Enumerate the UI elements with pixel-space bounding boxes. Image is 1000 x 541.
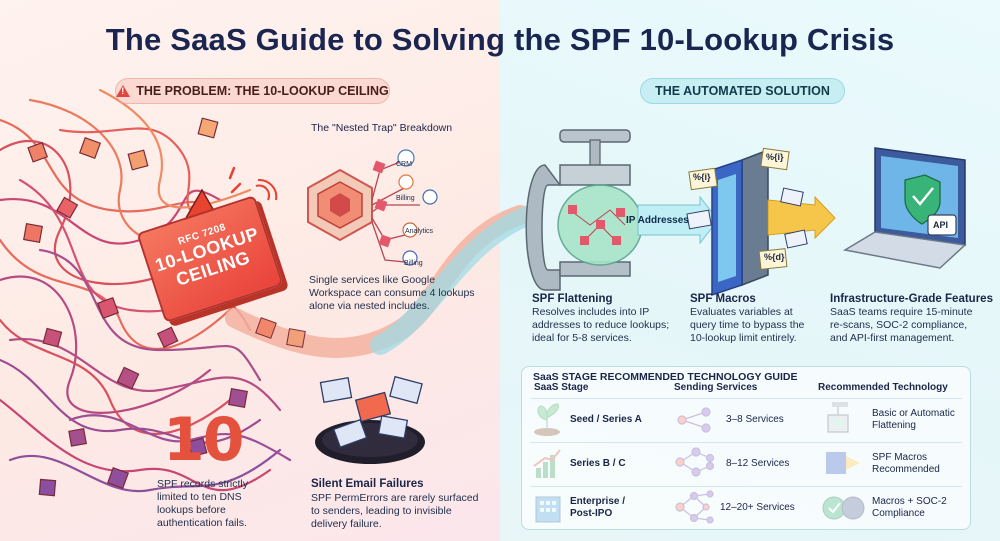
solution-pill-label: THE AUTOMATED SOLUTION bbox=[655, 84, 830, 98]
feature-text-flattening: Resolves includes into IP addresses to r… bbox=[532, 306, 670, 344]
technology-cell: Macros + SOC-2 Compliance bbox=[872, 496, 947, 519]
ip-addresses-label: IP Addresses bbox=[626, 215, 689, 226]
service-label-billing-2: Billing bbox=[404, 260, 423, 267]
lookup-limit-text: SPF records strictly limited to ten DNS … bbox=[157, 478, 249, 529]
feature-text-macros: Evaluates variables at query time to byp… bbox=[690, 306, 805, 344]
api-label: API bbox=[933, 220, 949, 230]
solution-section-pill: THE AUTOMATED SOLUTION bbox=[640, 78, 845, 104]
column-header-stage: SaaS Stage bbox=[534, 382, 589, 393]
service-label-analytics: Analytics bbox=[405, 228, 434, 235]
warning-triangle-icon: ! bbox=[116, 85, 131, 97]
table-row: Enterprise / Post-IPO 12–20+ Services Ma… bbox=[530, 486, 962, 529]
guide-title: SaaS STAGE RECOMMENDED TECHNOLOGY GUIDE bbox=[533, 371, 798, 383]
feature-heading-flattening: SPF Flattening bbox=[532, 293, 613, 305]
service-label-crm: CRM bbox=[396, 161, 412, 168]
email-hole-art bbox=[315, 375, 425, 464]
cube-nodes-art bbox=[23, 117, 248, 497]
column-header-services: Sending Services bbox=[674, 382, 758, 393]
macro-server-art bbox=[686, 147, 836, 297]
nested-trap-heading: The "Nested Trap" Breakdown bbox=[311, 122, 453, 134]
services-cell: 12–20+ Services bbox=[720, 502, 795, 513]
nested-trap-text: Single services like Google Workspace ca… bbox=[309, 274, 475, 312]
silent-failures-text: SPF PermErrors are rarely surfaced to se… bbox=[311, 492, 479, 530]
technology-cell: Basic or Automatic Flattening bbox=[872, 408, 955, 431]
macro-tag-1: %{i} bbox=[693, 172, 711, 182]
services-cell: 8–12 Services bbox=[726, 458, 790, 469]
table-row: Series B / C 8–12 Services SPF Macros Re… bbox=[530, 442, 962, 485]
technology-guide-table: SaaS STAGE RECOMMENDED TECHNOLOGY GUIDE … bbox=[521, 366, 971, 530]
feature-heading-macros: SPF Macros bbox=[690, 293, 756, 305]
problem-pill-label: THE PROBLEM: THE 10-LOOKUP CEILING bbox=[136, 84, 389, 98]
macro-tag-2: %{i} bbox=[766, 152, 784, 162]
macro-tag-3: %{d} bbox=[764, 252, 785, 262]
laptop-api-art bbox=[842, 147, 967, 269]
feature-text-infrastructure: SaaS teams require 15-minute re-scans, S… bbox=[830, 306, 973, 344]
clamp-flattening-art bbox=[525, 129, 643, 291]
pipe-art bbox=[225, 205, 540, 358]
lookup-limit-number: 10 bbox=[163, 405, 244, 475]
silent-failures-heading: Silent Email Failures bbox=[311, 478, 424, 490]
stage-cell: Enterprise / Post-IPO bbox=[570, 496, 626, 519]
column-header-technology: Recommended Technology bbox=[818, 382, 948, 393]
table-row: Seed / Series A 3–8 Services Basic or Au… bbox=[530, 398, 962, 441]
problem-section-pill: ! THE PROBLEM: THE 10-LOOKUP CEILING bbox=[115, 78, 390, 104]
services-cell: 3–8 Services bbox=[726, 414, 784, 425]
stage-cell: Seed / Series A bbox=[570, 414, 642, 425]
nested-trap-hexagon-art bbox=[307, 149, 438, 266]
service-label-billing: Billing bbox=[396, 195, 415, 202]
technology-cell: SPF Macros Recommended bbox=[872, 452, 940, 475]
feature-heading-infrastructure: Infrastructure-Grade Features bbox=[830, 293, 993, 305]
stage-cell: Series B / C bbox=[570, 458, 626, 469]
page-title: The SaaS Guide to Solving the SPF 10-Loo… bbox=[105, 22, 895, 57]
